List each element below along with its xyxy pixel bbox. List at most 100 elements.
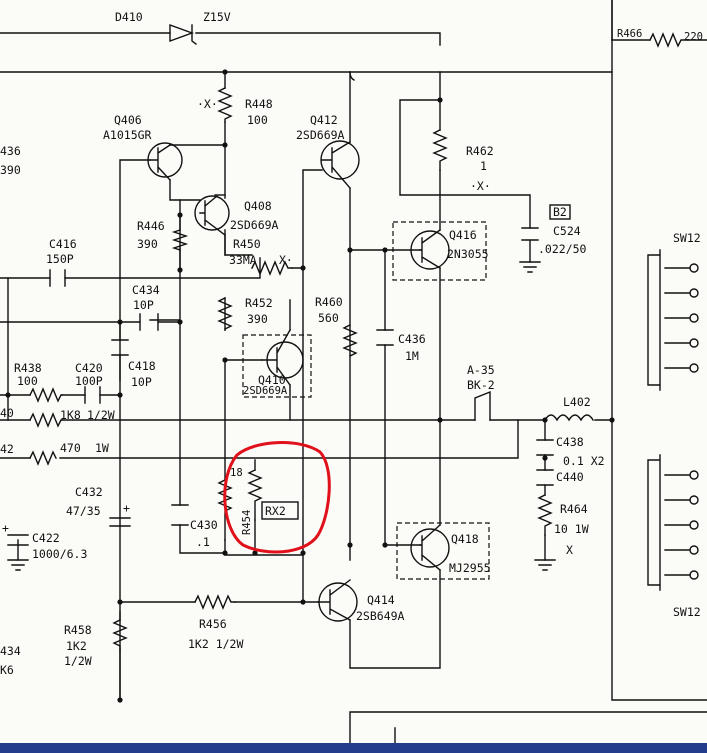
label-c416-val: 150P	[46, 252, 74, 266]
label-r18: 18	[230, 467, 243, 479]
label-r446: R446	[137, 219, 165, 233]
label-r446-val: 390	[137, 237, 158, 251]
label-r438: R438	[14, 361, 42, 375]
label-r434: 434	[0, 644, 21, 658]
label-r458-w: 1/2W	[64, 654, 92, 668]
adjust-mark-r464: X	[566, 543, 573, 557]
connector-a35	[474, 390, 491, 421]
capacitor-c434	[139, 313, 159, 331]
capacitor-c440	[536, 469, 554, 486]
label-c524-val: .022/50	[538, 242, 587, 256]
rx2-box	[261, 501, 299, 520]
label-r452: R452	[245, 296, 273, 310]
label-d410: D410	[115, 10, 143, 24]
label-q418: Q418	[451, 532, 479, 546]
label-r460-val: 560	[318, 311, 339, 325]
label-r460: R460	[315, 295, 343, 309]
resistor-r456	[194, 594, 236, 610]
label-z15v: Z15V	[203, 10, 231, 24]
label-c430: C430	[190, 518, 218, 532]
adjust-mark-r462: ·X·	[470, 179, 491, 193]
label-q412-type: 2SD669A	[296, 128, 345, 142]
capacitors	[7, 227, 554, 546]
label-c420: C420	[75, 361, 103, 375]
resistor-r438	[29, 387, 63, 403]
resistor-18	[247, 469, 263, 521]
b2-box	[549, 204, 571, 220]
label-l402: L402	[563, 395, 591, 409]
label-r436-val: 390	[0, 163, 21, 177]
highlight-circle	[223, 441, 331, 554]
resistor-r448	[217, 87, 233, 123]
label-left-42: 42	[0, 442, 14, 456]
transistor-q406	[147, 142, 183, 181]
label-c430-val: .1	[196, 535, 210, 549]
label-r452-val: 390	[247, 312, 268, 326]
label-a35: A-35	[467, 363, 495, 377]
label-470: 470	[60, 441, 81, 455]
label-470-w: 1W	[95, 441, 109, 455]
label-q416-type: 2N3055	[447, 247, 489, 261]
label-1k8: 1K8	[60, 408, 81, 422]
label-q416: Q416	[449, 228, 477, 242]
polarity-c422: +	[2, 521, 9, 535]
resistor-r462	[432, 129, 448, 171]
label-r462-val: 1	[480, 159, 487, 173]
label-c440: C440	[556, 470, 584, 484]
label-b2: B2	[553, 205, 567, 219]
label-rx2: RX2	[265, 504, 286, 518]
transistors	[147, 140, 450, 622]
label-bk2: BK-2	[467, 378, 495, 392]
label-left-40: 40	[0, 406, 14, 420]
capacitor-c420	[84, 386, 101, 404]
label-r448: R448	[245, 97, 273, 111]
label-1k8-w: 1/2W	[87, 408, 115, 422]
label-c422-val: 1000/6.3	[32, 547, 87, 561]
label-r448-val: 100	[247, 113, 268, 127]
misc-components: ·X· X· ·X· X + +	[2, 24, 699, 580]
sw12-bottom-contacts	[664, 470, 699, 580]
label-r454: R454	[241, 510, 253, 535]
resistor-1k8	[29, 412, 63, 428]
ground-c524	[519, 261, 541, 273]
label-r456-val: 1K2 1/2W	[188, 637, 243, 651]
label-q408: Q408	[244, 199, 272, 213]
heatsink-outlines	[242, 221, 490, 580]
capacitor-c418	[111, 339, 129, 356]
outline-q418	[396, 522, 490, 580]
polarity-c432: +	[123, 501, 130, 515]
resistor-r446	[171, 229, 189, 251]
label-r438-val: 100	[17, 374, 38, 388]
label-sw12-bottom: SW12	[673, 605, 701, 619]
label-r464-val: 10 1W	[554, 522, 589, 536]
capacitor-c438	[536, 439, 554, 456]
resistor-r464	[537, 494, 553, 536]
resistor-r466	[649, 32, 689, 48]
label-c524: C524	[553, 224, 581, 238]
label-r458-val: 1K2	[66, 639, 87, 653]
resistors	[29, 32, 689, 651]
capacitor-c422	[7, 534, 29, 546]
ground-r464	[534, 559, 556, 571]
transistor-q418	[410, 524, 450, 571]
label-c418: C418	[128, 359, 156, 373]
label-c436-val: 1M	[405, 349, 419, 363]
label-c438: C438	[556, 435, 584, 449]
label-r466-val: 220	[684, 31, 703, 43]
capacitor-c430	[171, 504, 189, 526]
resistor-r460	[342, 324, 358, 357]
label-q410-type: 2SD669A	[243, 385, 288, 397]
ground-c422	[7, 559, 29, 571]
transistor-q410	[261, 329, 304, 386]
transistor-q412	[320, 140, 360, 189]
label-c416: C416	[49, 237, 77, 251]
label-q406-type: A1015GR	[103, 128, 152, 142]
junctions	[5, 69, 615, 703]
capacitor-c416	[49, 269, 66, 287]
label-c422: C422	[32, 531, 60, 545]
label-r462: R462	[466, 144, 494, 158]
label-r464: R464	[560, 502, 588, 516]
label-c434: C434	[132, 283, 160, 297]
